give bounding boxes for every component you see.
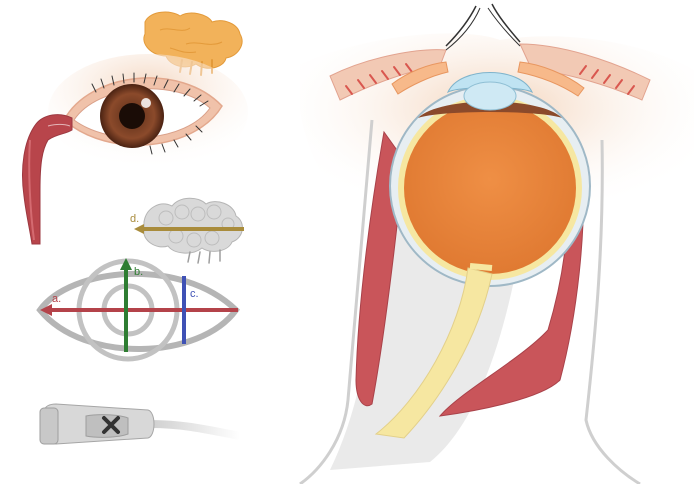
label-a: a.	[52, 293, 61, 305]
orbital-fat-icon: d.	[130, 198, 244, 263]
scan-planes-icon: a. b. c.	[40, 258, 238, 359]
external-eye-icon	[48, 54, 248, 170]
eye-cross-section-icon	[300, 4, 694, 484]
label-b: b.	[134, 266, 143, 278]
label-d: d.	[130, 213, 139, 225]
label-c: c.	[190, 288, 199, 300]
ultrasound-probe-icon	[40, 404, 240, 444]
